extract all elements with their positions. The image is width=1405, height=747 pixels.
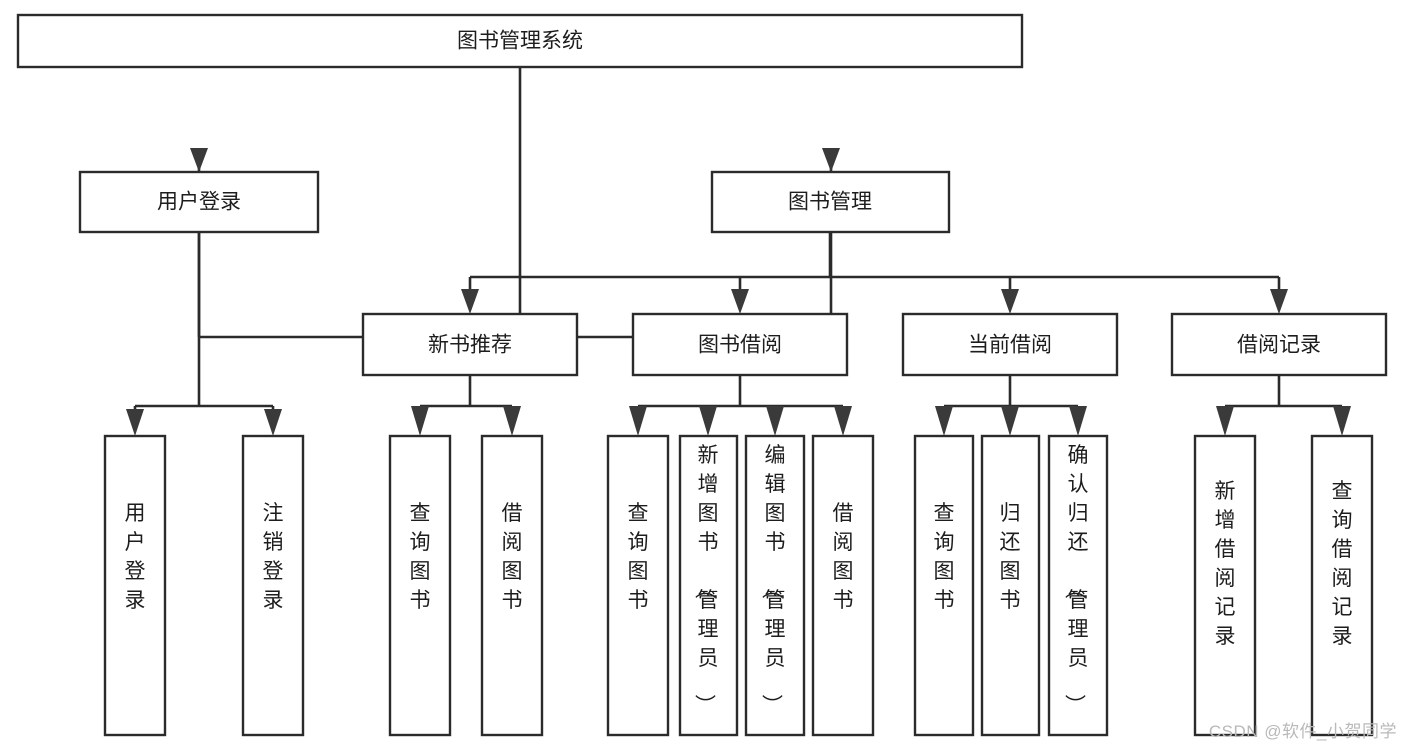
arrowhead-new-book-recommend	[461, 289, 479, 314]
arrowhead-br-add-record	[1216, 406, 1234, 436]
node-br-add-record-box[interactable]	[1193, 434, 1257, 737]
node-cb-confirm-return-box[interactable]	[1047, 434, 1109, 737]
node-current-borrow-label: 当前借阅	[968, 334, 1052, 357]
arrowhead-bb-edit-book	[766, 406, 784, 436]
node-nbr-borrow-book-label: 借阅图书	[502, 502, 523, 612]
node-user-logout-label: 注销登录	[263, 502, 284, 612]
node-book-borrow-label: 图书借阅	[698, 334, 782, 357]
arrowhead-bb-add-book	[699, 406, 717, 436]
arrowhead-user-login-do	[126, 409, 144, 436]
node-new-book-recommend[interactable]: 新书推荐	[361, 312, 579, 377]
node-borrow-records-box[interactable]	[1170, 312, 1388, 377]
node-bb-borrow-book-label: 借阅图书	[833, 502, 854, 612]
arrowhead-cb-return-book	[1001, 406, 1019, 436]
node-nbr-query-book-label: 查询图书	[410, 502, 431, 612]
node-user-login-do-label: 用户登录	[125, 502, 146, 612]
node-book-borrow[interactable]: 图书借阅	[631, 312, 849, 377]
node-nbr-borrow-book-box[interactable]	[480, 434, 544, 737]
node-bb-add-book-label: 新增图书（管理员）	[693, 444, 719, 715]
node-bb-edit-book[interactable]: 编辑图书（管理员）	[744, 434, 806, 737]
node-br-add-record[interactable]: 新增借阅记录	[1193, 434, 1257, 737]
arrowhead-user-logout	[264, 409, 282, 436]
csdn-watermark: CSDN @软件_小贺同学	[1208, 722, 1397, 741]
node-cb-return-book-box[interactable]	[980, 434, 1041, 737]
node-user-login[interactable]: 用户登录	[78, 170, 320, 234]
node-br-add-record-label: 新增借阅记录	[1215, 480, 1236, 648]
node-br-query-record-label: 查询借阅记录	[1332, 480, 1353, 648]
node-borrow-records[interactable]: 借阅记录	[1170, 312, 1388, 377]
node-bb-borrow-book[interactable]: 借阅图书	[811, 434, 875, 737]
node-root-box[interactable]	[16, 13, 1024, 69]
node-user-login-do-box[interactable]	[103, 434, 167, 737]
node-nbr-query-book-box[interactable]	[388, 434, 452, 737]
node-nbr-query-book[interactable]: 查询图书	[388, 434, 452, 737]
arrowhead-book-management	[822, 148, 840, 172]
node-user-login-box[interactable]	[78, 170, 320, 234]
node-book-management-box[interactable]	[710, 170, 951, 234]
node-bb-query-book-box[interactable]	[606, 434, 670, 737]
arrowhead-cb-confirm-return	[1069, 406, 1087, 436]
arrowhead-bb-query-book	[629, 406, 647, 436]
arrowhead-book-borrow	[731, 289, 749, 314]
arrowhead-bb-borrow-book	[834, 406, 852, 436]
node-new-book-recommend-label: 新书推荐	[428, 334, 512, 357]
arrowhead-borrow-records	[1270, 289, 1288, 314]
node-book-borrow-box[interactable]	[631, 312, 849, 377]
node-br-query-record-box[interactable]	[1310, 434, 1374, 737]
node-cb-query-book-label: 查询图书	[934, 502, 955, 612]
arrowhead-nbr-query-book	[411, 406, 429, 436]
node-borrow-records-label: 借阅记录	[1237, 334, 1321, 357]
node-bb-borrow-book-box[interactable]	[811, 434, 875, 737]
arrowhead-nbr-borrow-book	[503, 406, 521, 436]
node-current-borrow[interactable]: 当前借阅	[901, 312, 1119, 377]
node-book-management[interactable]: 图书管理	[710, 170, 951, 234]
node-user-logout[interactable]: 注销登录	[241, 434, 305, 737]
arrowhead-current-borrow	[1001, 289, 1019, 314]
node-cb-return-book[interactable]: 归还图书	[980, 434, 1041, 737]
node-cb-confirm-return[interactable]: 确认归还（管理员）	[1047, 434, 1109, 737]
arrowhead-br-query-record	[1333, 406, 1351, 436]
connector-layer	[126, 67, 1351, 436]
node-new-book-recommend-box[interactable]	[361, 312, 579, 377]
node-bb-edit-book-label: 编辑图书（管理员）	[760, 444, 786, 715]
node-user-login-do[interactable]: 用户登录	[103, 434, 167, 737]
node-current-borrow-box[interactable]	[901, 312, 1119, 377]
node-cb-query-book[interactable]: 查询图书	[913, 434, 975, 737]
node-bb-query-book[interactable]: 查询图书	[606, 434, 670, 737]
node-bb-edit-book-box[interactable]	[744, 434, 806, 737]
node-user-login-label: 用户登录	[157, 191, 241, 214]
node-cb-confirm-return-label: 确认归还（管理员）	[1063, 444, 1089, 715]
node-root[interactable]: 图书管理系统	[16, 13, 1024, 69]
node-br-query-record[interactable]: 查询借阅记录	[1310, 434, 1374, 737]
node-bb-add-book-box[interactable]	[678, 434, 739, 737]
node-book-management-label: 图书管理	[788, 191, 872, 214]
node-nbr-borrow-book[interactable]: 借阅图书	[480, 434, 544, 737]
node-cb-return-book-label: 归还图书	[1000, 502, 1021, 612]
node-user-logout-box[interactable]	[241, 434, 305, 737]
node-cb-query-book-box[interactable]	[913, 434, 975, 737]
node-root-label: 图书管理系统	[457, 30, 583, 53]
node-bb-add-book[interactable]: 新增图书（管理员）	[678, 434, 739, 737]
arrowhead-cb-query-book	[935, 406, 953, 436]
node-bb-query-book-label: 查询图书	[628, 502, 649, 612]
arrowhead-user-login	[190, 148, 208, 172]
